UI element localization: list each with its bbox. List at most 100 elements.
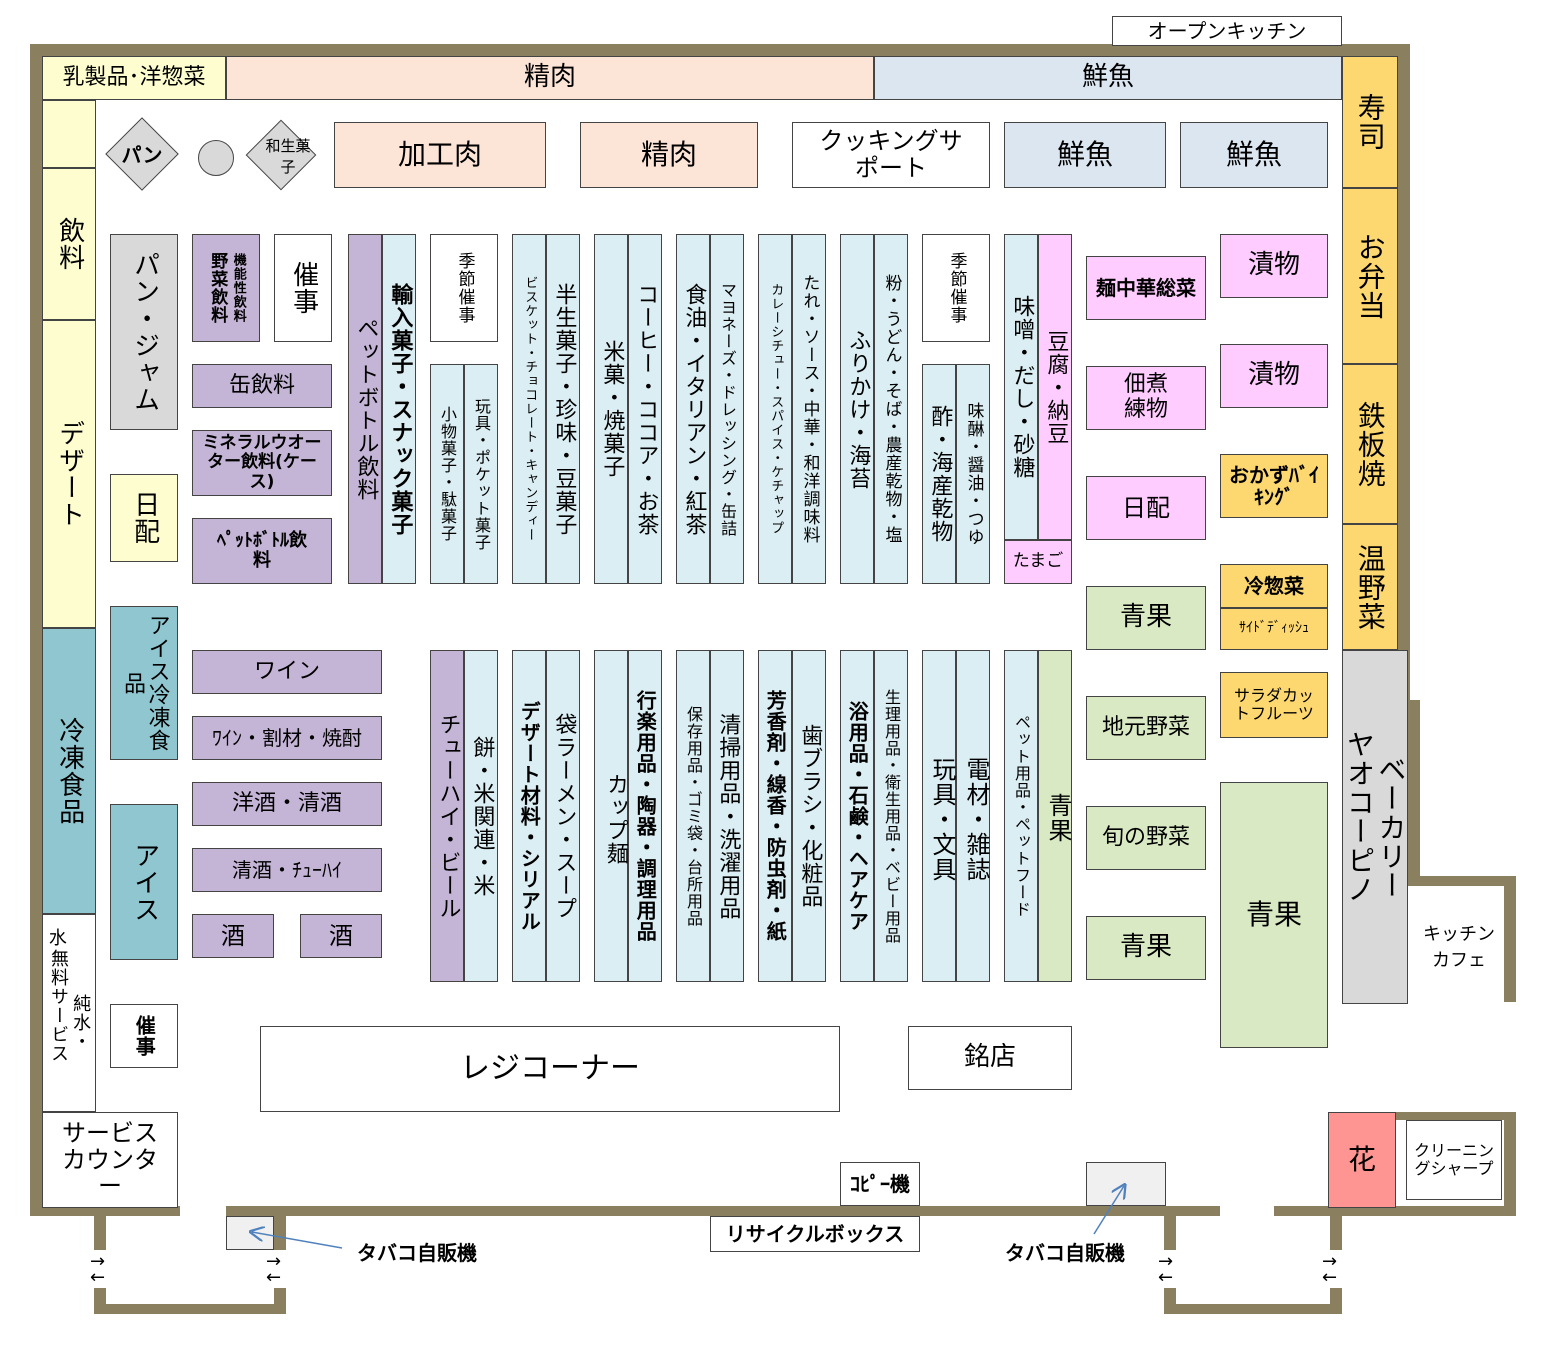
instant-ramen-soup: 袋ラーメン・スープ [546,650,580,982]
produce-2: 青果 [1086,916,1206,980]
water-label: 水 [48,928,67,949]
tsukudani-fishpaste: 佃煮練物 [1086,366,1206,430]
door-arrow-icon: →← [1158,1251,1174,1288]
side-dish-buffet: おかずﾊﾞｲｷﾝｸﾞ [1220,454,1328,518]
wall-cleaning-top [1396,1112,1516,1120]
cleaning-laundry: 清掃用品・洗濯用品 [710,650,744,982]
electrical-magazines: 電材・雑誌 [956,650,990,982]
post [274,1206,286,1250]
ice-frozen-food: アイス冷凍食品 [110,606,178,760]
tobacco-vending-label-2: タバコ自販機 [1005,1240,1125,1265]
post [1330,1206,1342,1250]
bakery-pino: ベーカリー ヤオコーピノ [1342,650,1408,1004]
wine-mixers-shochu: ﾜｲﾝ・割材・焼酎 [192,716,382,760]
event-2: 催事 [110,1004,178,1068]
bread-label: パン [121,142,163,167]
door-arrow-icon: →← [266,1251,282,1288]
vegetable-drinks-label: 野菜飲料 [207,252,228,324]
round-display [198,140,234,176]
wall-bottom-right [1274,1206,1516,1216]
dessert-section: デザート [42,320,96,628]
bath-soap-haircare: 浴用品・石鹸・ヘアケア [840,650,874,982]
kitchen-cafe: キッチンカフェ [1423,924,1495,971]
vestibule-right [1164,1304,1342,1314]
warm-vegetable-section: 温野菜 [1342,524,1398,650]
daily-goods-left: 日配 [110,474,178,562]
meat-counter: 精肉 [226,56,874,100]
local-vegetables: 地元野菜 [1086,696,1206,760]
famous-shop: 銘店 [908,1026,1072,1090]
ice-frozen-label: アイス冷凍食品 [120,614,170,752]
small-snacks: 小物菓子・駄菓子 [430,364,464,584]
pet-bottle-drinks: ペットボトル飲料 [348,234,382,584]
tobacco-vending-label-1: タバコ自販機 [357,1240,477,1265]
toys-stationery: 玩具・文具 [922,650,956,982]
produce-large: 青果 [1220,782,1328,1048]
vending-machine-1 [226,1216,274,1250]
pet-bottle-drinks-small: ﾍﾟｯﾄﾎﾞﾄﾙ飲料 [192,518,332,584]
bakery-name-label: ヤオコーピノ [1343,730,1376,904]
water-pure-label: 純水・ [70,993,92,1051]
cooking-support: クッキングサポート [792,122,990,188]
noodles-chinese-deli: 麺中華総菜 [1086,256,1206,320]
miso-dashi-sugar: 味噌・だし・砂糖 [1004,234,1038,540]
liquor-2: 酒 [300,914,382,958]
fresh-meat: 精肉 [580,122,758,188]
produce-aisle: 青果 [1038,650,1072,982]
flower-shop: 花 [1328,1112,1396,1208]
flour-noodles: 粉・うどん・そば・農産乾物・塩 [874,234,908,584]
cup-noodles: カップ麺 [594,650,628,982]
side-dish: ｻｲﾄﾞﾃﾞｨｯｼｭ [1220,608,1328,650]
air-freshener-paper: 芳香剤・線香・防虫剤・紙 [758,650,792,982]
seasonal-event-2: 季節催事 [922,234,990,342]
fresh-fish-1: 鮮魚 [1004,122,1166,188]
mochi-rice: 餅・米関連・米 [464,650,498,982]
curry-spice: カレーシチュー・スパイス・ケチャップ [758,234,792,584]
salad-cut-fruit: サラダカットフルーツ [1220,672,1328,738]
seasonal-vegetables: 旬の野菜 [1086,806,1206,870]
toothbrush-cosmetics: 歯ブラシ・化粧品 [792,650,826,982]
wine: ワイン [192,650,382,694]
pickles-1: 漬物 [1220,234,1328,298]
copy-machine: ｺﾋﾟｰ機 [840,1162,920,1206]
pickles-2: 漬物 [1220,344,1328,408]
cold-deli: 冷惣菜 [1220,564,1328,608]
pet-supplies: ペット用品・ペットフード [1004,650,1038,982]
fresh-fish-2: 鮮魚 [1180,122,1328,188]
post [94,1206,106,1250]
tofu-natto: 豆腐・納豆 [1038,234,1072,540]
wall-cafe-right [1504,876,1516,1002]
rice-crackers: 米菓・焼菓子 [594,234,628,584]
wagashi-label: 和生菓子 [265,137,311,176]
wall-cafe-top [1408,876,1516,886]
vestibule-left [94,1304,286,1314]
wall-bottom-mid [226,1206,1220,1216]
storage-trash-bags: 保存用品・ゴミ袋・台所用品 [676,650,710,982]
processed-meat: 加工肉 [334,122,546,188]
sanitary-baby-goods: 生理用品・衛生用品・ベビー用品 [874,650,908,982]
sushi-section: 寿司 [1342,56,1398,188]
service-counter: サービスカウンター [42,1112,178,1208]
chuhai-beer: チューハイ・ビール [430,650,464,982]
dairy-deli: 乳製品･洋惣菜 [42,56,226,100]
oil-italian-tea: 食油・イタリアン・紅茶 [676,234,710,584]
eggs: たまご [1004,540,1072,584]
daily-goods-right: 日配 [1086,476,1206,540]
coffee-cocoa-tea: コーヒー・ココア・お茶 [628,234,662,584]
ice-cream: アイス [110,804,178,960]
vegetable-functional-drinks: 機能性飲料 野菜飲料 [192,234,260,342]
wall-right-mid [1408,700,1420,886]
mirin-soy-sauce: 味醂・醤油・つゆ [956,364,990,584]
sake-chuhai: 清酒・ﾁｭｰﾊｲ [192,848,382,892]
wall-left [30,44,42,1216]
semi-fresh-snacks: 半生菓子・珍味・豆菓子 [546,234,580,584]
drinks-section: 飲料 [42,168,96,320]
event-1: 催事 [274,234,332,342]
left-dairy-extension [42,100,96,168]
produce-1: 青果 [1086,586,1206,650]
dessert-ingredients-cereal: デザート材料・シリアル [512,650,546,982]
post [1164,1206,1176,1250]
toy-pocket-snacks: 玩具・ポケット菓子 [464,364,498,584]
bakery-label: ベーカリー [1374,754,1408,900]
bento-section: お弁当 [1342,188,1398,364]
